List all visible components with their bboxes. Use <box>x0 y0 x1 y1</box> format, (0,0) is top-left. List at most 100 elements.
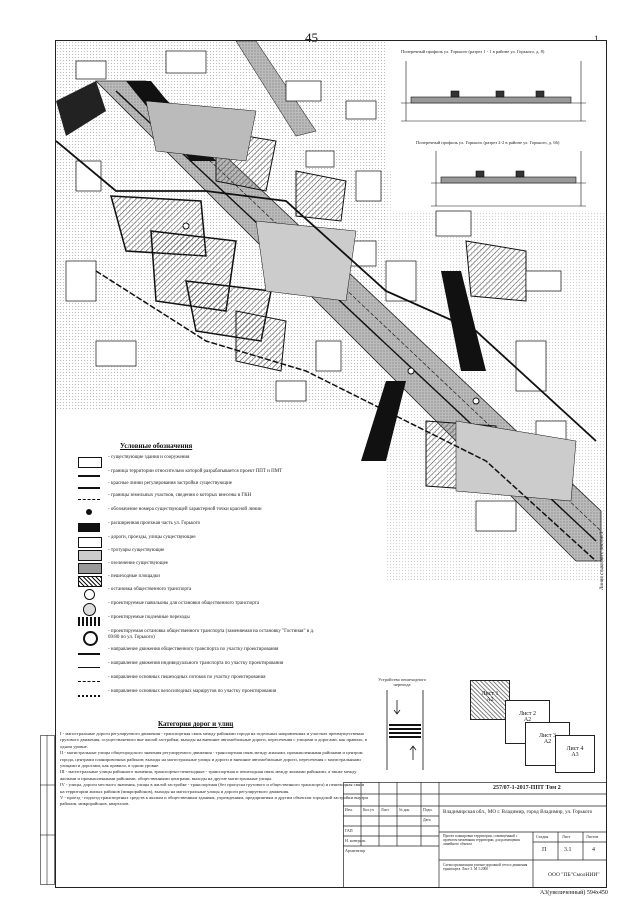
legend-symbol <box>83 603 96 616</box>
legend-text: - проектируемые подземные переходы <box>108 615 190 620</box>
title-block: 257/07-1-2017-ППТ Том 2 Владимирская обл… <box>343 782 607 888</box>
drawing-title: Схема организации улично-дорожной сети и… <box>443 863 528 872</box>
legend-symbol <box>78 523 100 532</box>
drawing-frame <box>55 40 607 888</box>
left-approval-strip <box>40 735 55 885</box>
legend-text: - дороги, проезды, улицы существующие <box>108 535 196 540</box>
road-categories-title: Категория дорог и улиц <box>158 720 234 728</box>
sheet-name: Лист 2 <box>518 711 537 717</box>
legend-text: - существующие здания и сооружения <box>108 455 190 460</box>
side-road-northeast <box>235 41 317 137</box>
legend-item: - обозначение номера существующей характ… <box>78 507 318 521</box>
legend-text: - остановка общественного транспорта <box>108 587 192 592</box>
legend-item: - существующие здания и сооружения <box>78 455 318 469</box>
legend-text: - красные линии регулирования застройки … <box>108 481 232 486</box>
legend-text: - озеленение существующее <box>108 561 169 566</box>
sheet-name: Лист 1 <box>481 691 499 697</box>
revision-column-label: Изм. <box>345 808 353 812</box>
legend-item: - направление движения общественного тра… <box>78 647 318 661</box>
legend-item: - расширенная проезжая часть ул. Горьког… <box>78 521 318 535</box>
cross-section-2-title: Поперечный профиль ул. Горького (разрез … <box>416 140 560 146</box>
legend-text: - направление движения общественного тра… <box>108 647 279 652</box>
sheet-name: Лист 3 <box>538 733 557 739</box>
legend-text: - расширенная проезжая часть ул. Горьког… <box>108 521 201 526</box>
sheets-value: 4 <box>592 847 595 853</box>
map-drawing: Поперечный профиль ул. Горького (разрез … <box>56 41 606 581</box>
legend-symbol <box>78 681 100 682</box>
road-category-paragraph: V - проезд - подъезд транспортных средст… <box>60 795 369 807</box>
cross-section-2: Поперечный профиль ул. Горького (разрез … <box>416 140 586 207</box>
revision-column-label: № док. <box>399 808 411 812</box>
legend-symbol <box>86 509 92 515</box>
legend-item: - остановка общественного транспорта <box>78 587 318 601</box>
side-road-west <box>56 81 106 136</box>
legend-text: - обозначение номера существующей характ… <box>108 507 262 512</box>
revision-column-label: Дата <box>423 818 431 822</box>
organization: ООО "ПБ"СмолНИИ" <box>548 872 600 878</box>
stage-label: Стадия <box>536 834 549 839</box>
revision-column-label: Лист <box>381 808 389 812</box>
legend-symbol <box>78 667 100 668</box>
signature-role: ГАП <box>345 828 353 833</box>
sheet-format: А2 <box>523 717 532 723</box>
legend-item: - направление основных велосипедных марш… <box>78 689 318 703</box>
grey-block-north <box>145 100 257 162</box>
hatched-block-8 <box>465 240 527 302</box>
doc-code: 257/07-1-2017-ППТ Том 2 <box>493 785 561 791</box>
red-line-boundary <box>56 140 597 442</box>
legend-text: - проектируемые павильоны для остановки … <box>108 601 260 606</box>
sheet-format: А2 <box>486 697 494 703</box>
legend-text: - проектируемая остановка общественного … <box>108 629 315 640</box>
crosswalk-drawing <box>386 690 424 770</box>
project-title: Проект планировки территории, совмещённы… <box>443 834 520 847</box>
legend-item: - проектируемая остановка общественного … <box>78 629 318 646</box>
grey-block-east <box>455 420 577 502</box>
legend-item: - проектируемые подземные переходы <box>78 615 318 629</box>
expanded-carriageway-south <box>361 381 406 461</box>
bus-stop-marker <box>182 222 190 230</box>
revision-column-label: Кол.уч <box>363 808 374 812</box>
legend-item: - направление основных пешеходных потоко… <box>78 675 318 689</box>
legend-item: - озеленение существующее <box>78 561 318 575</box>
sheet-value: 3.1 <box>564 847 572 853</box>
legend-symbol <box>78 695 100 697</box>
legend-symbol <box>78 653 100 655</box>
legend-item: - направление движения индивидуального т… <box>78 661 318 675</box>
legend-item: - границы земельных участков, сведения о… <box>78 493 318 507</box>
grey-block-center <box>255 220 357 302</box>
road-category-paragraph: II - магистральные улицы общегородского … <box>60 750 363 769</box>
cross-section-1-title: Поперечный профиль ул. Горького (разрез … <box>401 49 545 55</box>
road-category-paragraph: III - магистральные улицы районного знач… <box>60 769 357 781</box>
sheet-label: Лист <box>562 834 571 839</box>
legend-symbol <box>78 499 100 500</box>
legend-text: - направление основных велосипедных марш… <box>108 689 277 694</box>
legend-symbol <box>78 617 100 626</box>
cross-section-panel <box>391 41 606 211</box>
legend-item: - граница территории относительно которо… <box>78 469 318 483</box>
legend-text: - направление основных пешеходных потоко… <box>108 675 266 680</box>
side-note: Линия стыковки с листом 3 <box>600 531 605 590</box>
legend-item: - пешеходные площадки <box>78 574 318 588</box>
legend-text: - границы земельных участков, сведения о… <box>108 493 252 498</box>
legend-symbol <box>84 589 95 600</box>
signature-role: Н. контроль <box>345 838 366 843</box>
buildings <box>65 50 567 532</box>
legend-item: - тротуары существующие <box>78 548 318 562</box>
crosswalk-label: Устройство пешеходного перехода <box>378 677 426 687</box>
location: Владимирская обл., МО г. Владимир, город… <box>443 809 593 815</box>
legend-symbol <box>78 537 102 548</box>
road-category-paragraph: I - магистральные дороги регулируемого д… <box>60 731 367 749</box>
legend-symbol <box>78 457 102 468</box>
sheet-format: А2 <box>543 739 552 745</box>
revision-column-label: Подп. <box>423 808 433 812</box>
bus-stop-marker <box>407 367 415 375</box>
road-categories-text: I - магистральные дороги регулируемого д… <box>60 731 368 808</box>
sheet-format: А3 <box>571 752 579 758</box>
sheet-mark: 1 <box>594 34 599 44</box>
cross-section-1: Поперечный профиль ул. Горького (разрез … <box>401 49 586 122</box>
legend-symbol <box>78 475 100 477</box>
bus-stop-marker <box>472 397 480 405</box>
legend-item: - дороги, проезды, улицы существующие <box>78 535 318 549</box>
legend-item: - проектируемые павильоны для остановки … <box>78 601 318 616</box>
